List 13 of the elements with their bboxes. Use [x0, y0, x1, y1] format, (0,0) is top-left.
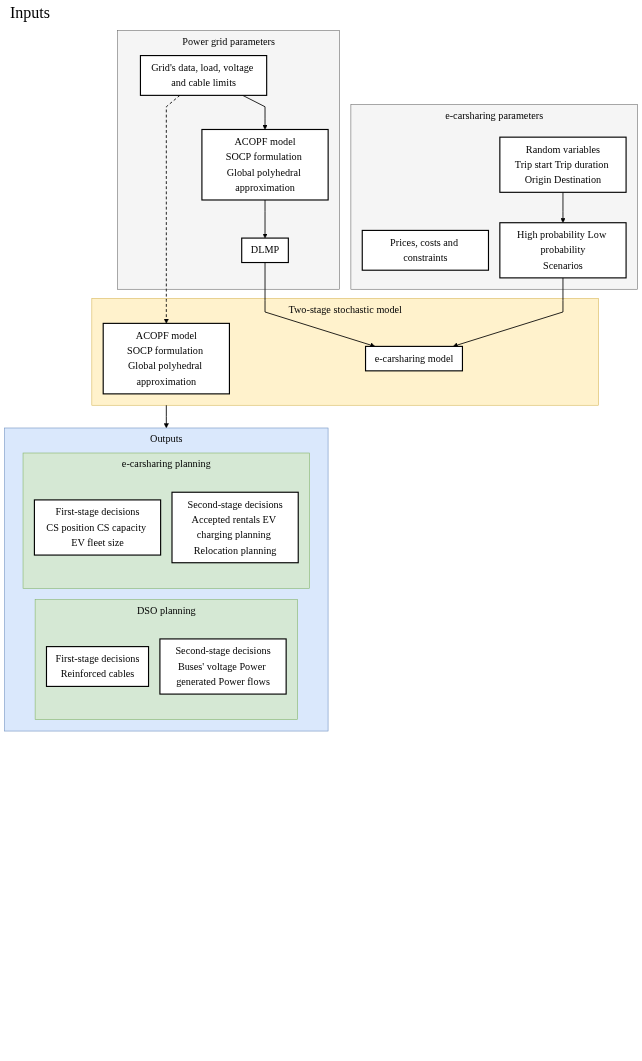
node-box: Second-stage decisions Buses' voltage Power generated Power flows: [159, 638, 287, 695]
node-box: Grid's data, load, voltage and cable limits: [139, 55, 268, 96]
node-box: Second-stage decisions Accepted rentals EV charging planning Relocation planning: [171, 491, 299, 564]
node-box: ACOPF model SOCP formulation Global polyhedral approximation: [201, 128, 329, 201]
node-box: e-carsharing model: [364, 345, 463, 372]
node-box: High probability Low probability Scenarios: [499, 222, 627, 279]
node-box: First-stage decisions CS position CS capacity EV fleet size: [33, 499, 162, 556]
node-box: DLMP: [241, 237, 289, 264]
node-box: Random variables Trip start Trip duration Origin Destination: [499, 136, 627, 193]
node-box: ACOPF model SOCP formulation Global polyhedral approximation: [102, 322, 230, 395]
node-box: Prices, costs and constraints: [361, 229, 490, 271]
node-box: First-stage decisions Reinforced cables: [45, 646, 150, 687]
section-heading: Inputs: [10, 4, 51, 22]
